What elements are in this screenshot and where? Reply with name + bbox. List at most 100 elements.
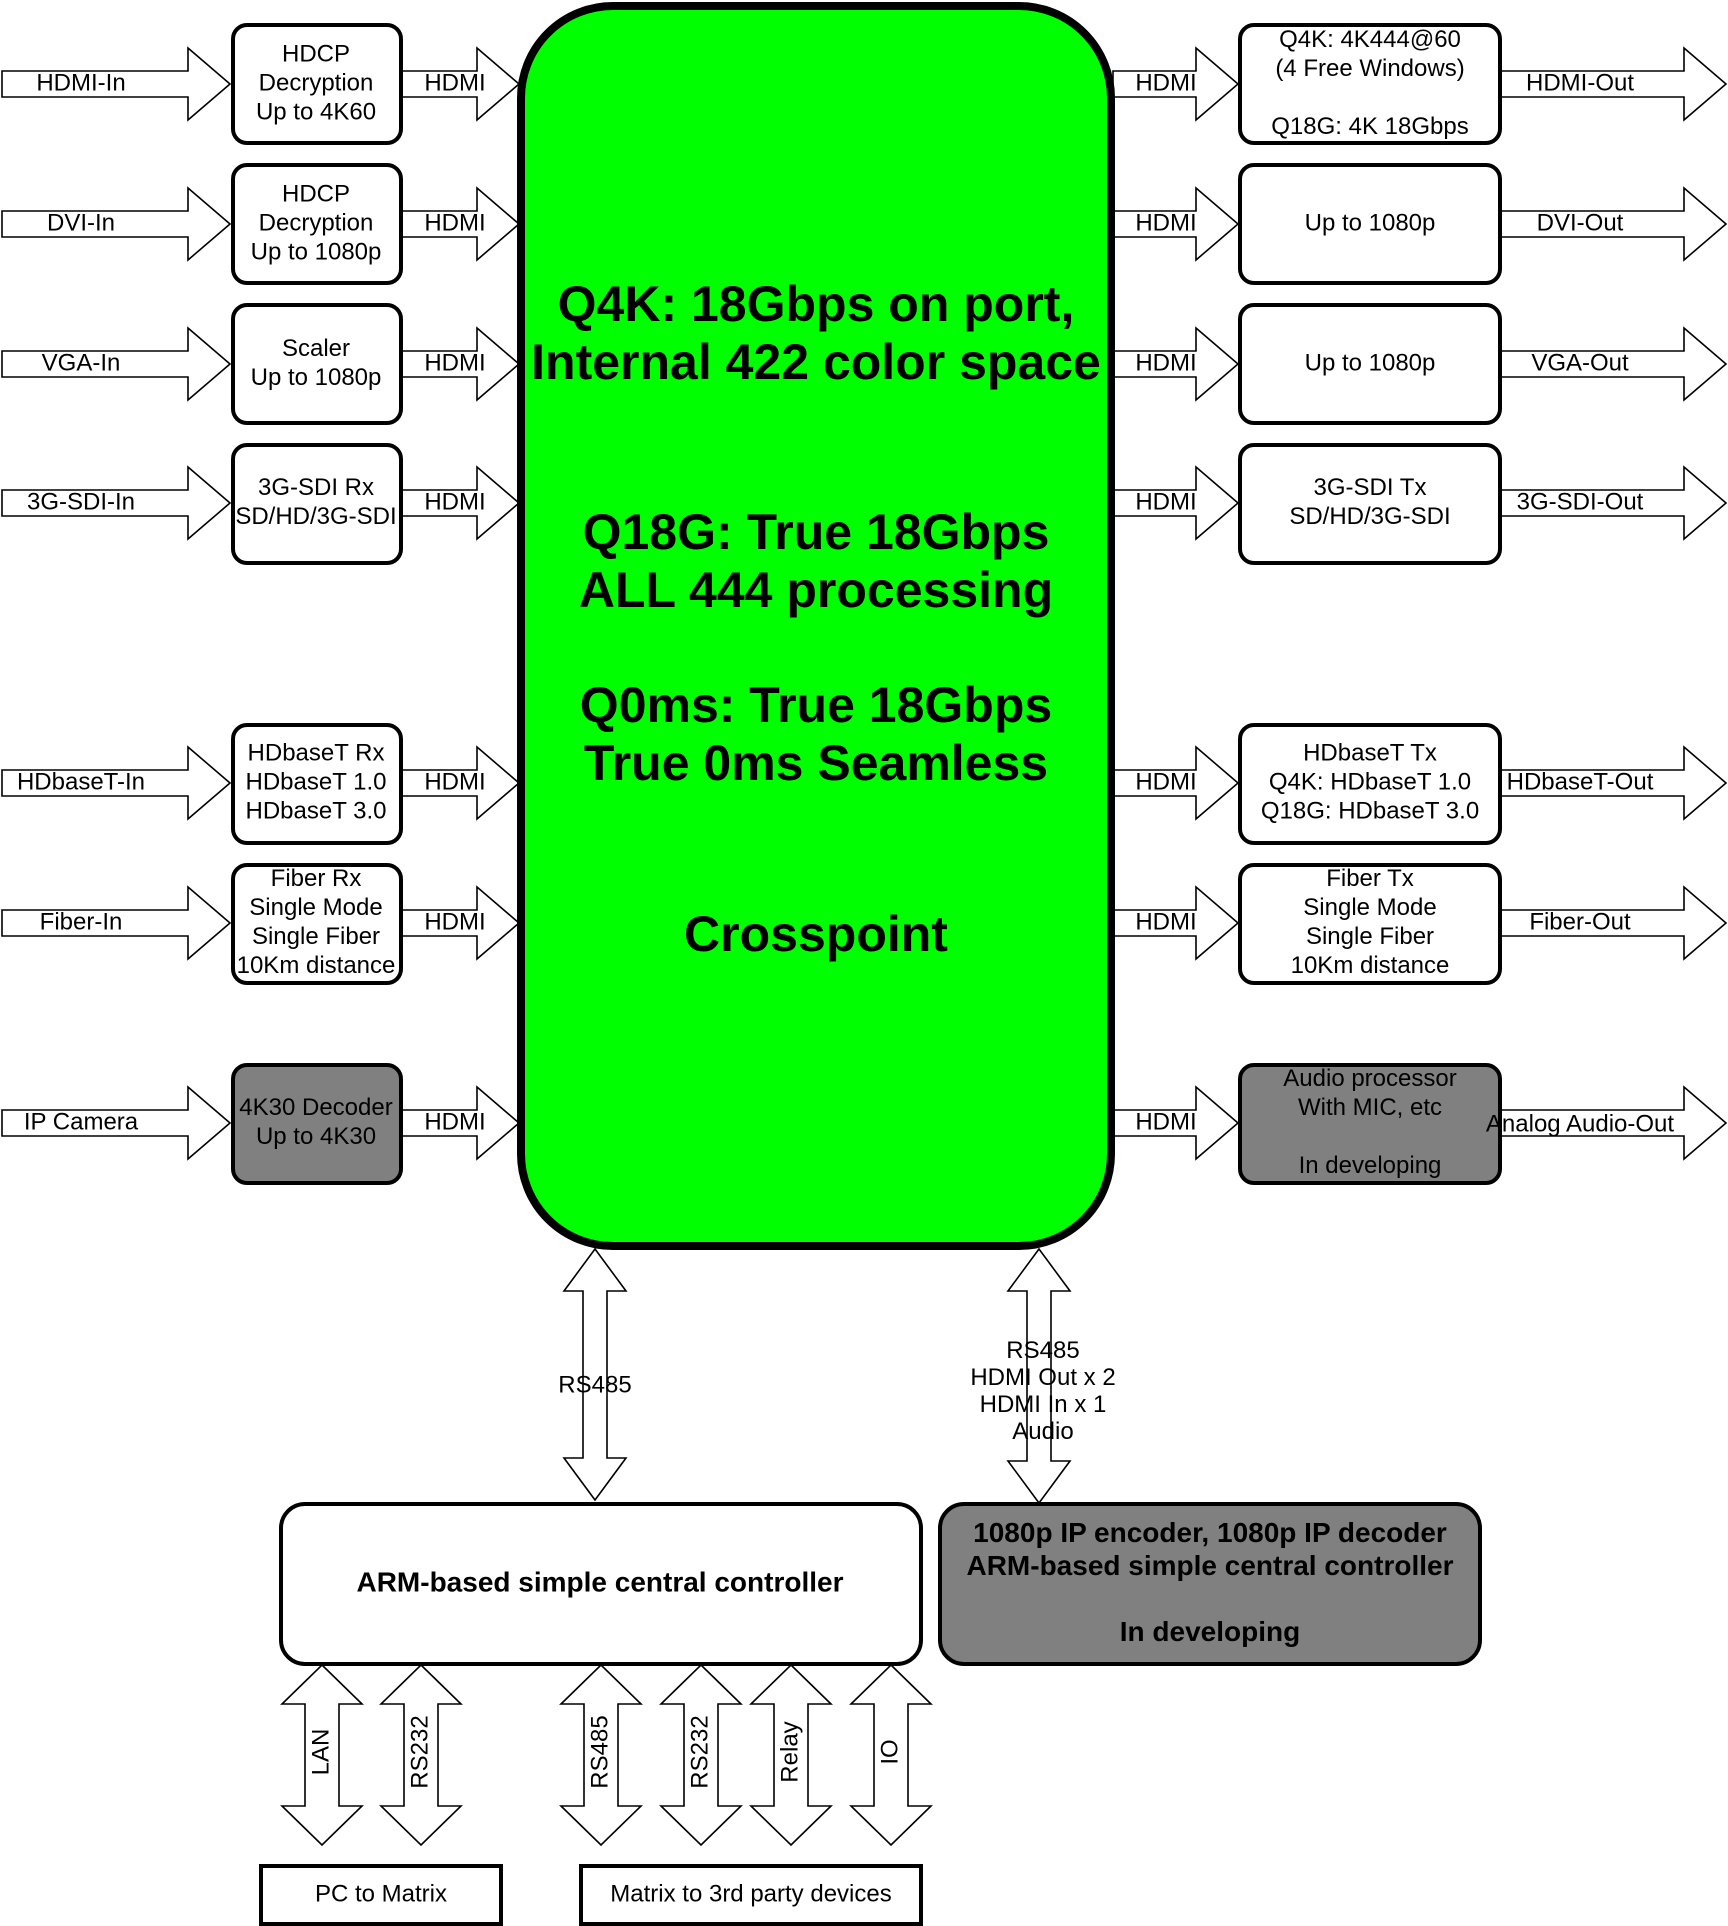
input-module-text: 4K30 Decoder (239, 1094, 392, 1121)
port-arrow-relay (749, 1663, 833, 1847)
input-arrow-fiber-in (1, 885, 232, 961)
port-label-rs232: RS232 (406, 1715, 433, 1788)
port-arrow-io (849, 1663, 933, 1847)
output-module-box (1238, 303, 1502, 425)
output-arrow-hdmi-out (1499, 46, 1728, 122)
encoder-link-label: HDMI In x 1 (980, 1391, 1107, 1418)
controller-box (279, 1502, 923, 1666)
output-module-text: Up to 1080p (1305, 349, 1436, 376)
output-module-text: SD/HD/3G-SDI (1289, 503, 1450, 530)
output-link-label: HDMI (1135, 768, 1196, 795)
crosspoint-label: Crosspoint (684, 906, 948, 962)
input-module-box (231, 863, 403, 985)
output-module-text: 10Km distance (1291, 952, 1450, 979)
encoder-link-label: RS485 (1006, 1337, 1079, 1364)
pc-to-matrix-label: PC to Matrix (315, 1880, 447, 1907)
input-link-label: HDMI (424, 1108, 485, 1135)
input-link-label: HDMI (424, 209, 485, 236)
input-module-box (231, 443, 403, 565)
crosspoint-block (517, 2, 1115, 1250)
output-link-label: HDMI (1135, 1108, 1196, 1135)
box-layer (231, 2, 1502, 1926)
output-link-arrow (1112, 326, 1240, 402)
input-link-arrow (400, 1085, 521, 1161)
output-arrow-3g-sdi-out (1499, 465, 1728, 541)
output-module-text: Single Mode (1303, 894, 1436, 921)
pc-to-matrix-box (259, 1864, 503, 1926)
output-module-box (1238, 23, 1502, 145)
input-link-label: HDMI (424, 349, 485, 376)
output-arrow-hdbaset-out (1499, 745, 1728, 821)
input-module-text: HDCP (282, 180, 350, 207)
input-module-text: Decryption (259, 69, 374, 96)
output-link-label: HDMI (1135, 209, 1196, 236)
input-link-label: HDMI (424, 908, 485, 935)
input-source-label: VGA-In (42, 349, 121, 376)
port-label-io: IO (876, 1739, 903, 1764)
input-link-arrow (400, 745, 521, 821)
output-arrow-dvi-out (1499, 186, 1728, 262)
output-module-text: Q18G: 4K 18Gbps (1271, 113, 1468, 140)
input-arrow-hdbaset-in (1, 745, 232, 821)
input-arrow-3g-sdi-in (1, 465, 232, 541)
output-link-label: HDMI (1135, 488, 1196, 515)
input-link-arrow (400, 326, 521, 402)
input-module-box (231, 163, 403, 285)
crosspoint-label: Q18G: True 18Gbps (583, 504, 1050, 560)
crosspoint-label: True 0ms Seamless (584, 735, 1048, 791)
input-arrow-hdmi-in (1, 46, 232, 122)
encoder-label: In developing (1120, 1616, 1300, 1647)
input-source-label: IP Camera (24, 1108, 139, 1135)
input-module-text: Single Mode (249, 894, 382, 921)
input-link-arrow (400, 885, 521, 961)
port-label-rs485: RS485 (586, 1715, 613, 1788)
output-module-box (1238, 443, 1502, 565)
crosspoint-label: ALL 444 processing (579, 562, 1053, 618)
output-link-arrow (1112, 186, 1240, 262)
port-arrow-rs232 (379, 1663, 463, 1847)
output-module-text: Up to 1080p (1305, 209, 1436, 236)
controller-label: ARM-based simple central controller (356, 1566, 843, 1597)
port-label-lan: LAN (307, 1729, 334, 1776)
input-module-box (231, 1063, 403, 1185)
output-link-arrow (1112, 1085, 1240, 1161)
output-module-box (1238, 863, 1502, 985)
output-module-text: Q18G: HDbaseT 3.0 (1261, 797, 1479, 824)
output-arrow-vga-out (1499, 326, 1728, 402)
output-module-box (1238, 723, 1502, 845)
output-link-label: HDMI (1135, 69, 1196, 96)
output-dest-label: HDbaseT-Out (1507, 768, 1654, 795)
output-dest-label: Fiber-Out (1529, 908, 1631, 935)
output-link-label: HDMI (1135, 908, 1196, 935)
port-arrow-rs232 (659, 1663, 743, 1847)
port-arrow-lan (280, 1663, 364, 1847)
input-link-arrow (400, 46, 521, 122)
output-link-arrow (1112, 885, 1240, 961)
input-source-label: Fiber-In (40, 908, 123, 935)
output-link-arrow (1112, 745, 1240, 821)
output-module-box (1238, 163, 1502, 285)
output-dest-label: HDMI-Out (1526, 69, 1634, 96)
output-link-arrow (1112, 465, 1240, 541)
input-arrow-dvi-in (1, 186, 232, 262)
input-module-text: Fiber Rx (271, 865, 362, 892)
output-module-text: Single Fiber (1306, 923, 1434, 950)
input-module-box (231, 23, 403, 145)
input-module-text: Single Fiber (252, 923, 380, 950)
input-module-text: Up to 4K30 (256, 1123, 376, 1150)
input-module-text: HDbaseT 1.0 (246, 768, 387, 795)
input-module-text: HDbaseT 3.0 (246, 797, 387, 824)
input-arrow-vga-in (1, 326, 232, 402)
third-party-label: Matrix to 3rd party devices (610, 1880, 891, 1907)
encoder-link-label: HDMI Out x 2 (970, 1364, 1115, 1391)
input-module-text: 3G-SDI Rx (258, 474, 374, 501)
input-source-label: 3G-SDI-In (27, 488, 135, 515)
output-module-text: 3G-SDI Tx (1314, 474, 1427, 501)
output-arrow-analog-audio-out (1499, 1085, 1728, 1161)
output-module-text: (4 Free Windows) (1275, 55, 1464, 82)
output-module-text: With MIC, etc (1298, 1094, 1442, 1121)
input-link-arrow (400, 186, 521, 262)
port-arrow-rs485 (559, 1663, 643, 1847)
